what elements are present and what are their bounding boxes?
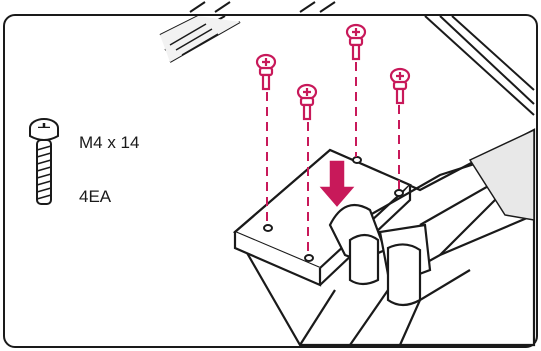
screw-d: [391, 69, 409, 103]
screw-c: [347, 25, 365, 59]
screw-icon: [30, 119, 58, 204]
top-fragment: [190, 2, 335, 12]
screw-a: [257, 55, 275, 89]
screw-quantity-label: 4EA: [79, 187, 111, 207]
panel-edge-shade: [160, 16, 240, 62]
screw-spec-label: M4 x 14: [79, 133, 139, 153]
screw-b: [298, 85, 316, 119]
